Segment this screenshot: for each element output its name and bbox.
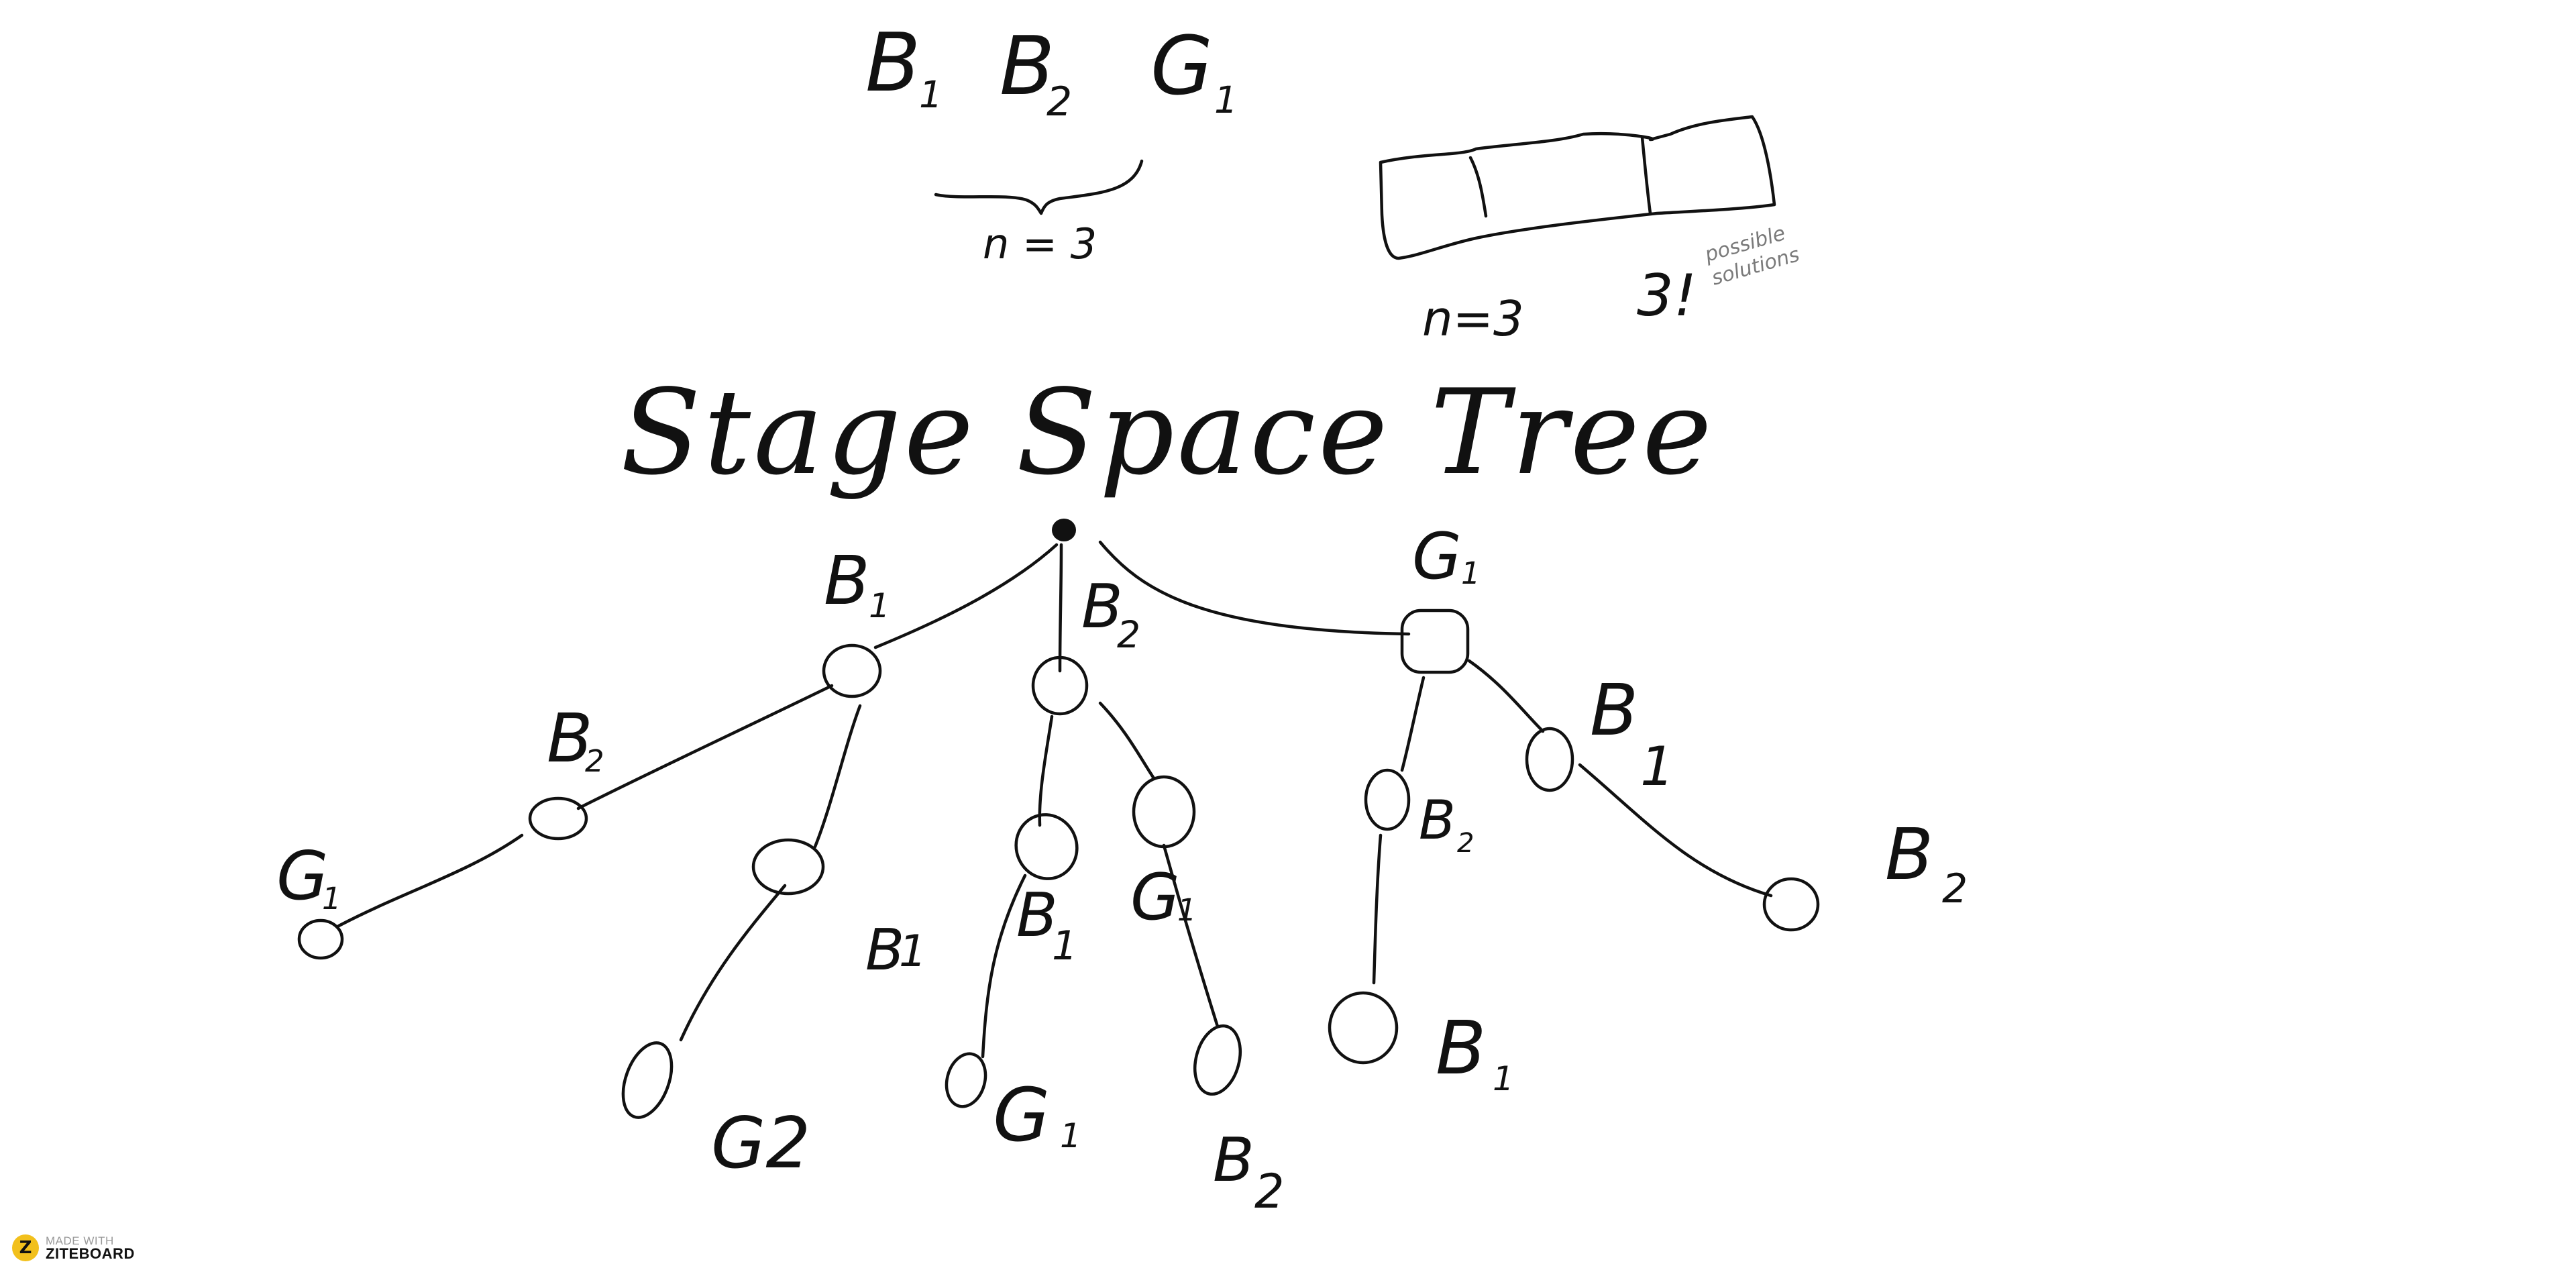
node-level1-left	[822, 643, 882, 698]
node-level2-r-right	[1525, 727, 1574, 792]
label-level3-m-left: G	[993, 1072, 1050, 1158]
node-level3-l-left	[297, 918, 344, 960]
item-g1-subscript: 1	[1214, 78, 1238, 121]
label-level1-middle: B	[1081, 572, 1123, 642]
label-level3-l-right: G2	[711, 1102, 810, 1184]
label-level2-m-right: G	[1130, 861, 1180, 935]
tree-nodes	[297, 519, 1820, 1119]
node-level1-middle	[1031, 655, 1089, 716]
label-level1-right: G	[1412, 520, 1462, 594]
diagram-title: Stage Space Tree	[621, 365, 1715, 501]
item-b1-letter: B	[865, 17, 920, 110]
edge-root-middle	[1058, 543, 1063, 673]
items-group: B 1 B 2 G 1 n = 3	[865, 17, 1238, 268]
edge-r2left-r3	[1372, 833, 1383, 985]
slot-divider-2	[1640, 136, 1652, 215]
curly-brace	[934, 159, 1144, 215]
node-level3-l-right	[621, 1041, 674, 1119]
edge-m2right-m3	[1162, 843, 1220, 1028]
node-level3-r-right	[1762, 877, 1820, 932]
tree-labels: B 1 B 2 G 1 B 2 B 1 B 1 G 1 B 2 B 1 G 1 …	[276, 520, 1968, 1219]
label-level2-l-left-sub: 2	[585, 743, 604, 779]
label-level2-r-right-sub: 1	[1640, 735, 1674, 798]
node-level2-m-right	[1132, 775, 1196, 849]
tree-edges	[337, 540, 1773, 1059]
edge-left-l2left	[576, 684, 834, 810]
root-node	[1052, 519, 1076, 541]
label-level3-l-left-sub: 1	[322, 881, 341, 916]
brand-made-with: MADE WITH	[46, 1234, 114, 1247]
label-level2-l-left: B	[547, 699, 593, 778]
label-level2-r-left-sub: 2	[1457, 828, 1474, 859]
brand-name: ZITEBOARD	[46, 1245, 135, 1262]
item-b1-subscript: 1	[919, 73, 943, 116]
edge-l2right-l3	[679, 884, 787, 1042]
edge-middle-m2left	[1038, 715, 1054, 827]
slot-bar-group: n=3 3! possible solutions	[1379, 115, 1802, 347]
item-b2-subscript: 2	[1046, 78, 1072, 125]
node-level2-l-right	[751, 838, 825, 896]
label-level3-r-right: B	[1885, 814, 1933, 896]
label-level1-middle-sub: 2	[1117, 613, 1140, 656]
ziteboard-logo-icon: Z	[12, 1234, 39, 1261]
node-level3-r-left	[1328, 991, 1399, 1065]
label-level2-m-left-sub: 1	[1052, 922, 1077, 969]
label-level2-r-left: B	[1419, 789, 1456, 851]
node-level2-m-left	[1014, 813, 1079, 880]
bar-n-label: n=3	[1422, 290, 1524, 347]
node-level1-right	[1400, 609, 1470, 674]
node-level3-m-left	[945, 1052, 987, 1108]
label-level3-r-left: B	[1436, 1005, 1486, 1091]
edge-middle-m2right	[1098, 701, 1156, 780]
edge-m2left-m3	[981, 874, 1027, 1059]
edge-r2right-r3	[1578, 763, 1773, 898]
slot-divider-1	[1468, 156, 1488, 218]
edge-root-right	[1098, 540, 1411, 636]
edge-right-r2left	[1400, 676, 1426, 772]
node-level2-l-left	[528, 796, 588, 841]
label-level3-r-right-sub: 2	[1942, 865, 1968, 912]
brand-text: MADE WITH ZITEBOARD	[46, 1235, 135, 1261]
node-level2-r-left	[1364, 768, 1411, 831]
item-b2-letter: B	[1000, 20, 1055, 113]
slot-bar-outline	[1379, 115, 1776, 260]
edge-left-l2right	[813, 704, 862, 849]
brace-n-label: n = 3	[983, 219, 1097, 268]
node-level3-m-right	[1193, 1024, 1242, 1096]
label-level3-m-left-sub: 1	[1060, 1116, 1081, 1155]
factorial-label: 3!	[1637, 262, 1697, 329]
label-level3-l-left: G	[276, 837, 329, 915]
label-level3-r-left-sub: 1	[1493, 1059, 1514, 1098]
label-level1-right-sub: 1	[1461, 556, 1481, 591]
label-level3-m-right-sub: 2	[1254, 1164, 1285, 1219]
label-level2-r-right: B	[1590, 670, 1638, 751]
label-level2-l-right: B	[865, 917, 904, 984]
label-level1-left-sub: 1	[869, 586, 890, 625]
label-level2-m-right-sub: 1	[1177, 892, 1197, 928]
edge-root-left	[873, 543, 1059, 649]
label-level3-m-right: B	[1213, 1125, 1254, 1196]
edge-l2left-l3	[337, 833, 524, 928]
label-level2-m-left: B	[1016, 880, 1058, 951]
label-level1-left: B	[824, 541, 870, 620]
item-g1-letter: G	[1150, 20, 1213, 113]
label-level2-l-right-sub: 1	[899, 927, 926, 977]
edge-right-r2right	[1467, 659, 1545, 733]
ziteboard-branding[interactable]: Z MADE WITH ZITEBOARD	[12, 1233, 135, 1263]
